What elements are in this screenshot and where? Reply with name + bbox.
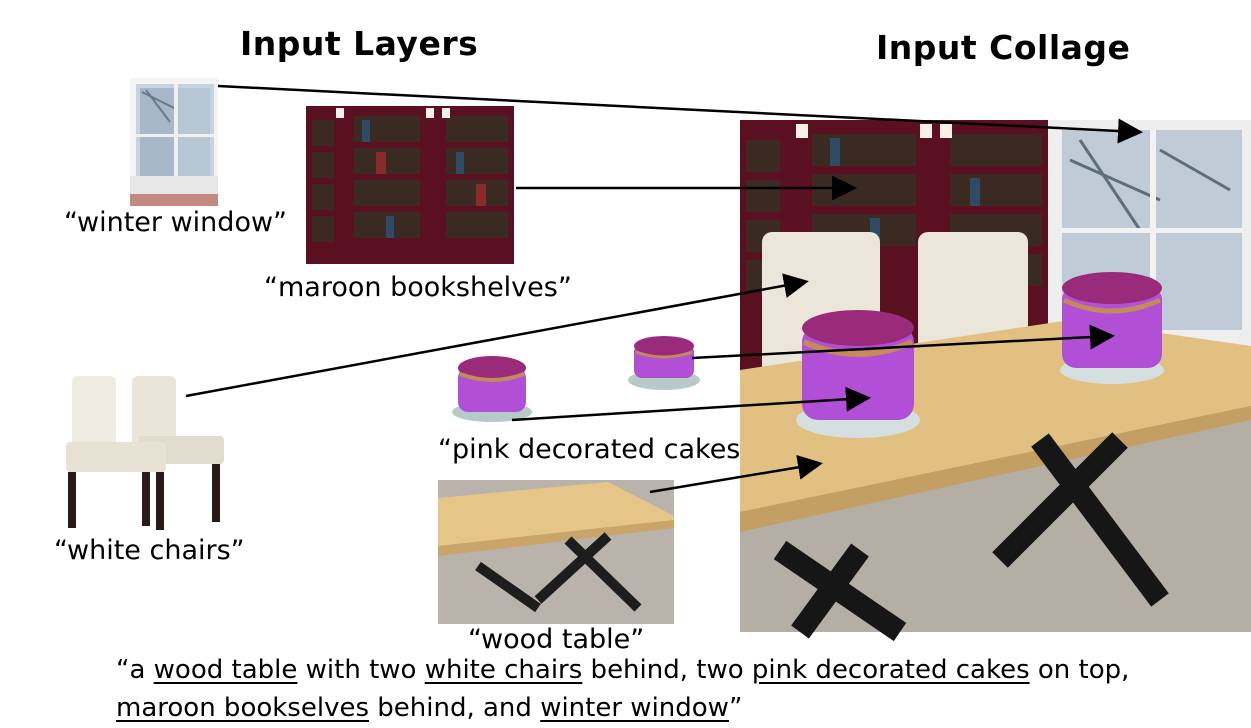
arrow-winter-window (217, 84, 1143, 144)
caption-underlined-term: white chairs (424, 655, 583, 685)
caption-underlined-term: winter window (540, 693, 729, 723)
wood-table-label: “wood table” (468, 624, 645, 655)
caption-text: ” (728, 693, 743, 723)
caption-text: “a (116, 655, 154, 685)
caption-text: behind, and (369, 693, 541, 723)
caption-line-1: “a wood table with two white chairs behi… (116, 655, 1129, 685)
maroon-bookshelves-label: “maroon bookshelves” (264, 272, 572, 303)
white-chairs-image (66, 376, 224, 530)
caption-line-2: maroon bookselves behind, and winter win… (116, 693, 742, 723)
input-layers-heading: Input Layers (240, 24, 479, 63)
caption-underlined-term: pink decorated cakes (751, 655, 1030, 685)
arrow-cake-small (691, 324, 1115, 360)
winter-window-label: “winter window” (64, 207, 288, 238)
caption-text: behind, two (582, 655, 752, 685)
input-collage-image (740, 120, 1251, 642)
white-chairs-label: “white chairs” (54, 535, 245, 566)
arrow-cake-large (511, 386, 871, 422)
maroon-bookshelves-image (306, 106, 514, 264)
caption-text: with two (297, 655, 425, 685)
caption-underlined-term: maroon bookselves (116, 693, 370, 723)
arrow-wood-table (649, 454, 823, 494)
arrow-white-chairs (185, 273, 809, 398)
pink-decorated-cakes-image (452, 336, 700, 422)
caption-text: on top, (1029, 655, 1130, 685)
caption-underlined-term: wood table (153, 655, 298, 685)
winter-window-image (130, 78, 218, 206)
input-collage-heading: Input Collage (876, 28, 1131, 67)
pink-decorated-cakes-label: “pink decorated cakes” (438, 434, 755, 465)
wood-table-image (438, 480, 674, 624)
